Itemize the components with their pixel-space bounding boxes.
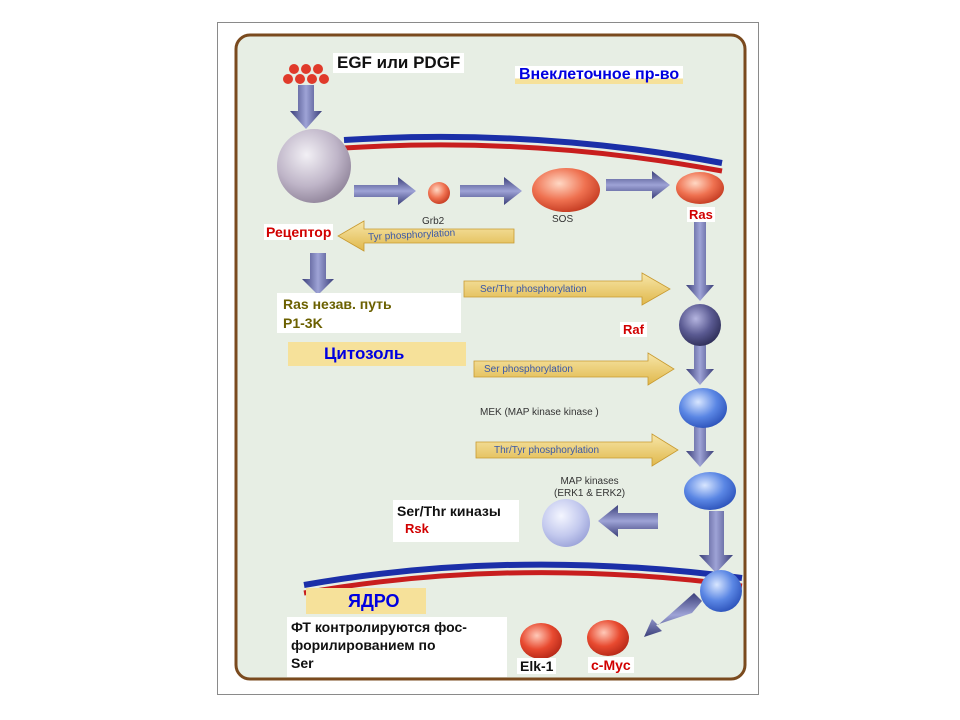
arrow-raf-mek [686,345,714,385]
tf-text-line3: Ser [291,655,314,671]
rsk-label: Rsk [405,521,429,536]
ser-phosphorylation-label: Ser phosphorylation [484,364,573,375]
thr-tyr-phosphorylation-label: Thr/Tyr phosphorylation [494,445,600,456]
ras-independent-line1: Ras незав. путь [283,296,392,312]
arrow-receptor-grb2 [354,177,416,205]
arrow-map-nucleus [699,511,733,573]
arrow-ligand-receptor [290,85,322,129]
sos-label: SOS [552,214,574,225]
nuclear-map-kinase-protein [700,570,742,612]
nuclear-membrane-blue [303,561,743,588]
ligand-dots [283,64,329,84]
map-kinases-label-line1: MAP kinases [560,476,619,487]
sos-protein [532,168,600,212]
elk1-protein [520,623,562,659]
cmyc-label: c-Myc [588,657,634,673]
nucleus-label: ЯДРО [306,588,426,614]
mek-label: MEK (MAP kinase kinase ) [480,407,599,418]
raf-label: Raf [620,322,647,337]
tf-text-line2: форилированием по [291,637,436,653]
tf-text-line1: ФТ контролируются фос- [291,619,467,635]
map-kinases-label-line2: (ERK1 & ERK2) [554,488,626,499]
arrow-mek-map [686,427,714,467]
grb2-protein [428,182,450,204]
elk1-label: Elk-1 [517,658,557,674]
transcription-factor-note: ФТ контролируются фос- форилированием по… [287,617,507,677]
ser-phosphorylation-arrow [473,352,675,386]
grb2-label: Grb2 [422,216,445,227]
tyr-phosphorylation-arrow [337,220,515,252]
pathway-diagram [234,33,747,681]
ligand-label: EGF или PDGF [333,53,465,73]
cytosol-label: Цитозоль [288,342,466,366]
ser-thr-phosphorylation-arrow [463,272,671,306]
arrow-ras-raf [686,207,714,301]
cmyc-protein [587,620,629,656]
thr-tyr-phosphorylation-arrow [475,433,679,467]
ras-protein [676,172,724,204]
cell-membrane-red [343,142,723,174]
arrow-grb2-sos [460,177,522,205]
ras-independent-box: Ras незав. путь P1-3K [277,293,461,333]
map-kinases-label: MAP kinases (ERK1 & ERK2) [554,476,625,500]
mek-protein [679,388,727,428]
extracellular-label: Внеклеточное пр-во [515,66,684,84]
arrow-map-rsk [598,505,658,537]
receptor-protein [277,129,351,203]
arrow-map-transcription-factors [644,593,702,637]
raf-protein [679,304,721,346]
arrow-sos-ras [606,171,670,199]
ras-independent-line2: P1-3K [283,315,323,331]
rsk-protein [542,499,590,547]
arrow-ras-independent [302,253,334,295]
ser-thr-kinases-box: Ser/Thr киназы Rsk [393,500,519,542]
ser-thr-phosphorylation-label: Ser/Thr phosphorylation [480,284,587,295]
receptor-label: Рецептор [264,224,334,240]
map-kinase-protein [684,472,736,510]
cell-membrane-blue [343,133,723,166]
nuclear-membrane-red [303,570,743,596]
ser-thr-kinases-label: Ser/Thr киназы [397,503,501,519]
ras-label: Ras [687,207,715,222]
